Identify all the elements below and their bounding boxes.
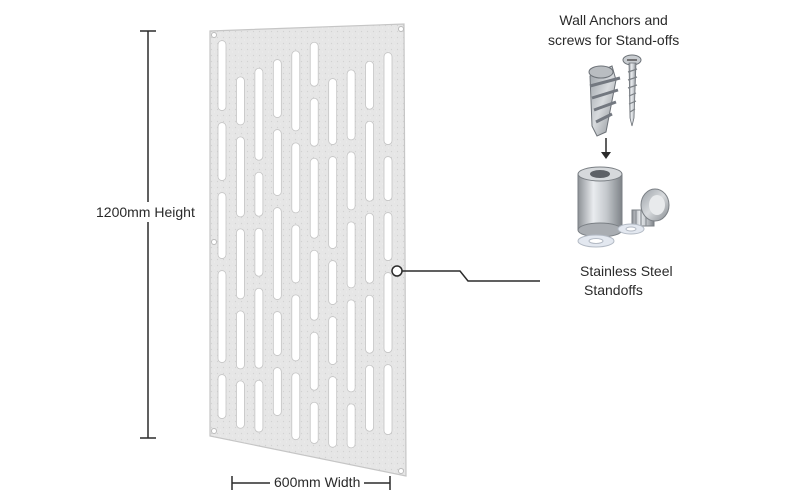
panel-slot <box>236 136 245 218</box>
panel-slot <box>272 311 282 356</box>
panel-slot <box>291 142 301 214</box>
panel-slot <box>383 272 393 353</box>
washer-icon <box>577 223 645 248</box>
panel-slot <box>346 151 356 211</box>
screen-panel <box>209 23 407 477</box>
panel-slot <box>217 270 227 363</box>
screw-icon <box>622 54 642 127</box>
panel-slot <box>365 60 374 110</box>
panel-slot <box>365 364 374 432</box>
height-label: 1200mm Height <box>96 202 195 222</box>
panel-slot <box>328 316 338 365</box>
panel-slot <box>272 59 282 118</box>
panel-slot <box>383 364 393 435</box>
standoffs-caption: Stainless Steel Standoffs <box>576 262 673 300</box>
standoff-barrel-icon <box>577 166 623 238</box>
panel-slot <box>346 221 356 289</box>
panel-slot <box>254 379 264 433</box>
panel-slot <box>383 156 393 201</box>
panel-slot <box>328 78 338 145</box>
height-dimension <box>140 30 156 439</box>
panel-slot <box>346 69 356 141</box>
panel-slot <box>291 372 301 441</box>
fixing-hole <box>398 26 404 32</box>
standoff-cap-icon <box>631 188 670 227</box>
fixing-hole <box>211 32 217 38</box>
panel-slot <box>383 52 393 145</box>
panel-slot <box>236 380 245 429</box>
standoffs-caption-line2: Standoffs <box>584 282 643 298</box>
width-label: 600mm Width <box>270 474 365 490</box>
wall-anchors-caption: Wall Anchors and screws for Stand-offs <box>548 10 679 50</box>
panel-slot <box>217 40 227 111</box>
panel-slot <box>254 67 264 161</box>
panel-slot <box>365 294 374 354</box>
standoffs-caption-line1: Stainless Steel <box>580 263 673 279</box>
panel-slot <box>217 122 227 181</box>
panel-slot <box>291 224 301 284</box>
panel-slot <box>309 157 319 239</box>
panel-slot <box>328 376 338 448</box>
fixing-hole <box>211 239 217 245</box>
panel-slot <box>328 156 338 249</box>
panel-slot <box>272 129 282 196</box>
panel-slot <box>309 41 319 87</box>
panel-slot <box>309 249 319 321</box>
panel-slot <box>291 50 301 132</box>
panel-slot <box>217 374 227 419</box>
panel-slot <box>328 260 338 305</box>
panel-slot <box>291 294 301 362</box>
panel-slot <box>236 76 245 126</box>
panel-slot <box>254 171 264 217</box>
standoff-leader <box>391 265 540 282</box>
fixing-hole <box>211 428 217 434</box>
panel-slot <box>346 403 356 449</box>
panel-slots <box>217 40 393 449</box>
panel-slot <box>254 287 264 369</box>
panel-slot <box>365 120 374 202</box>
panel-slot <box>309 331 319 391</box>
panel-slot <box>365 212 374 284</box>
panel-slot <box>236 228 245 300</box>
panel-slot <box>346 299 356 393</box>
panel-slot <box>272 367 282 416</box>
wall-anchors-caption-line1: Wall Anchors and <box>559 12 668 28</box>
panel-slot <box>236 310 245 370</box>
wall-anchors-caption-line2: screws for Stand-offs <box>548 32 680 48</box>
panel-slot <box>309 401 319 444</box>
panel-slot <box>272 207 282 300</box>
fixing-hole <box>398 468 404 474</box>
arrow-down-icon <box>601 138 611 159</box>
panel-slot <box>254 227 264 277</box>
panel-slot <box>383 212 393 261</box>
wall-anchor-icon <box>588 65 621 137</box>
panel-slot <box>309 97 319 147</box>
panel-slot <box>217 192 227 259</box>
